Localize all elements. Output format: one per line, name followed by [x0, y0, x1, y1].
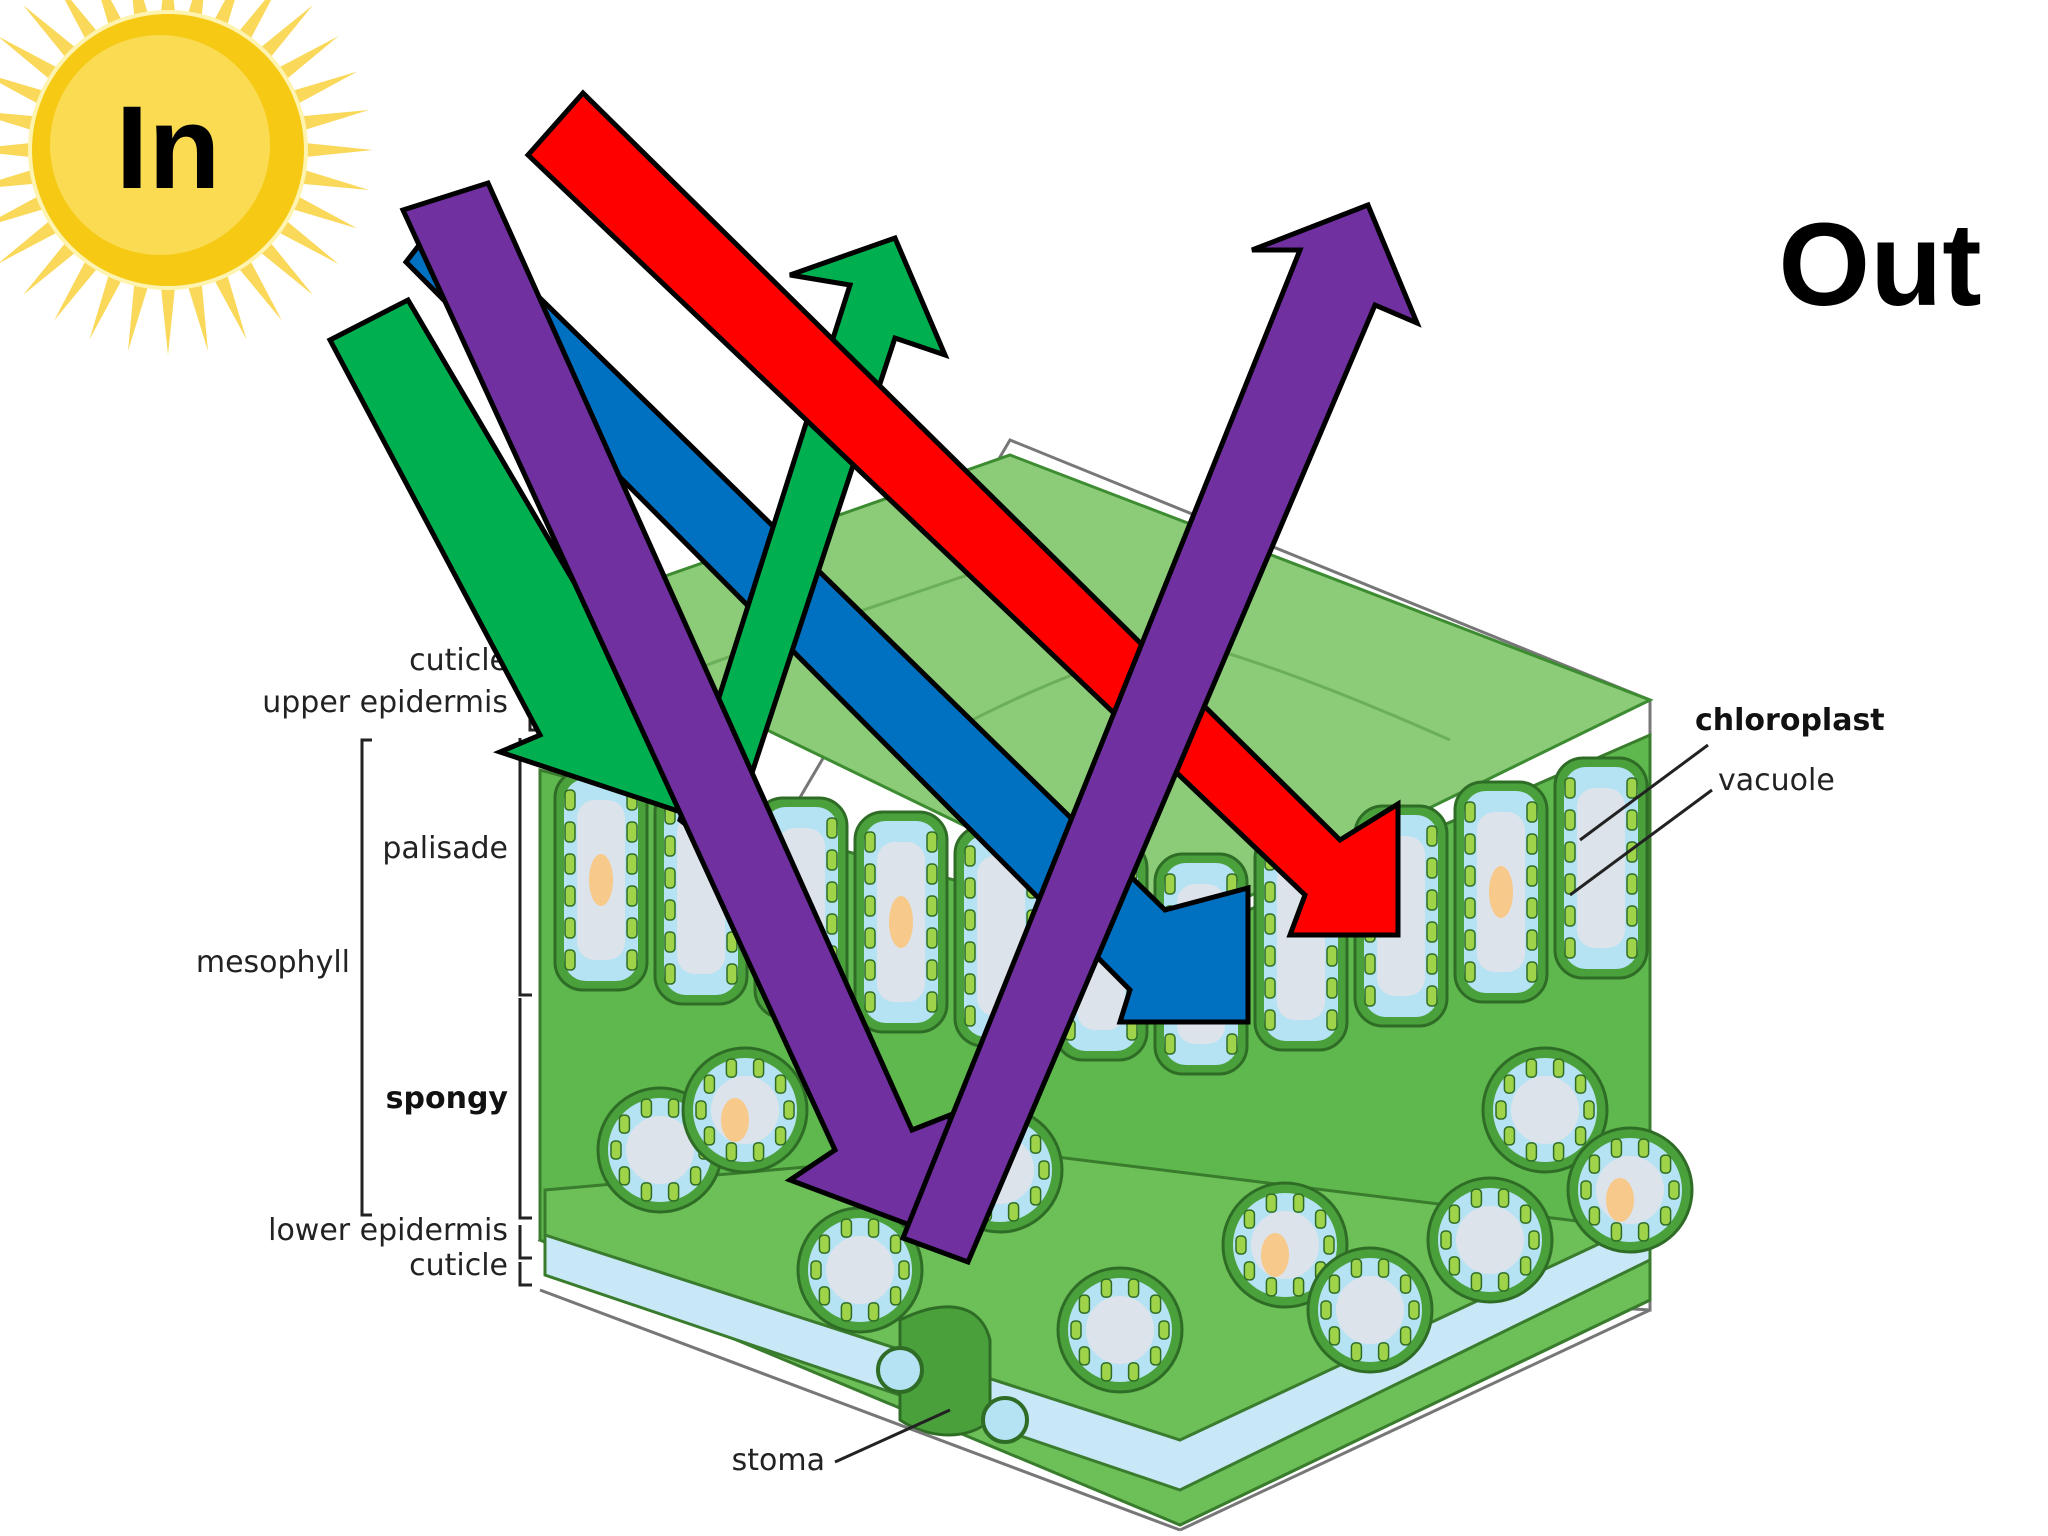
palisade-cell — [1453, 780, 1549, 1004]
in-label: In — [116, 82, 221, 214]
light-arrows — [326, 89, 1422, 1266]
spongy-cell — [1306, 1246, 1434, 1374]
leaf-cross-section — [536, 438, 1694, 1532]
blue-light-arrow — [402, 204, 1251, 1025]
stoma — [876, 1305, 1029, 1444]
spongy-layer — [596, 1046, 1694, 1394]
palisade-cell — [853, 810, 949, 1034]
label-stoma: stoma — [732, 1443, 825, 1478]
spongy-cell — [1056, 1266, 1184, 1394]
label-lower-epidermis: lower epidermis — [268, 1213, 508, 1248]
label-chloroplast: chloroplast — [1695, 703, 1885, 738]
spongy-cell — [681, 1046, 809, 1174]
violet-light-arrow-out — [899, 201, 1422, 1266]
palisade-cell — [553, 768, 649, 992]
sun-icon: In — [0, 0, 373, 355]
spongy-cell — [1221, 1181, 1349, 1309]
spongy-cell — [796, 1206, 924, 1334]
layer-brackets — [360, 678, 1713, 1464]
label-upper-epidermis: upper epidermis — [262, 685, 508, 720]
label-vacuole: vacuole — [1718, 763, 1835, 798]
layer-labels: cuticle upper epidermis palisade mesophy… — [196, 643, 1885, 1478]
lower-epidermis — [543, 1217, 1652, 1492]
spongy-cell — [1426, 1176, 1554, 1304]
label-palisade: palisade — [382, 831, 508, 866]
out-label: Out — [1778, 199, 1981, 331]
spongy-cell — [1481, 1046, 1609, 1174]
spongy-cell — [1566, 1126, 1694, 1254]
label-mesophyll: mesophyll — [196, 945, 350, 980]
label-cuticle-bottom: cuticle — [409, 1248, 508, 1283]
label-spongy: spongy — [386, 1081, 509, 1116]
green-light-arrow-out — [677, 234, 950, 860]
palisade-cell — [1553, 756, 1649, 980]
